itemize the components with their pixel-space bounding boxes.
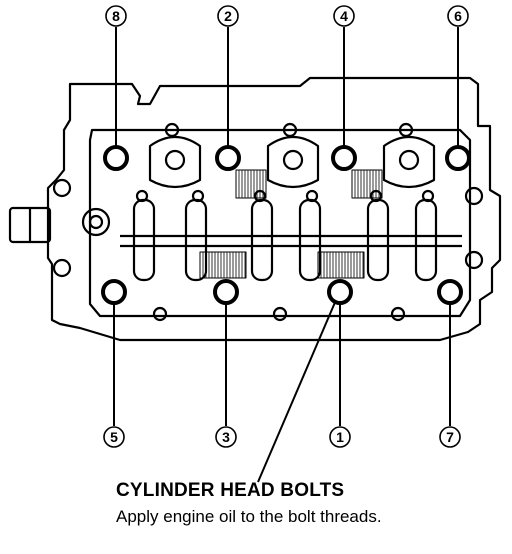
callout-note: Apply engine oil to the bolt threads. xyxy=(116,507,382,526)
bolt-4: 4 xyxy=(331,5,357,171)
end-plate-circle xyxy=(81,207,111,237)
bolt-head xyxy=(103,145,129,171)
bolt-number-circle xyxy=(439,426,461,448)
bolt-5: 5 xyxy=(101,279,127,448)
bolt-number-label: 3 xyxy=(222,429,230,445)
bolt-1: 1 xyxy=(327,279,353,448)
end-plate-hole xyxy=(464,186,484,206)
bolt-number-label: 4 xyxy=(340,8,348,24)
rocker-arms xyxy=(132,198,438,282)
oil-holes xyxy=(135,122,435,322)
bolt-number-label: 7 xyxy=(446,429,454,445)
bolt-number-label: 1 xyxy=(336,429,344,445)
bolt-number-label: 2 xyxy=(224,8,232,24)
bolt-number-circle xyxy=(217,5,239,27)
bolt-number-circle xyxy=(447,5,469,27)
bolt-number-circle xyxy=(333,5,355,27)
bolt-number-label: 6 xyxy=(454,8,462,24)
bolt-head xyxy=(327,279,353,305)
bolt-7: 7 xyxy=(437,279,463,448)
end-plate-hole xyxy=(52,178,72,198)
bolt-number-circle xyxy=(329,426,351,448)
callout-leader-line xyxy=(257,299,337,483)
bolt-8: 8 xyxy=(103,5,129,171)
bolt-head xyxy=(101,279,127,305)
bolt-head xyxy=(445,145,471,171)
bolt-number-circle xyxy=(105,5,127,27)
bolt-6: 6 xyxy=(445,5,471,171)
end-plate-hub xyxy=(88,214,104,230)
callout-title: CYLINDER HEAD BOLTS xyxy=(116,480,345,501)
head-outline xyxy=(46,76,502,342)
end-plate-hole xyxy=(52,258,72,278)
bolt-head xyxy=(331,145,357,171)
bolt-head xyxy=(437,279,463,305)
bolt-number-circle xyxy=(215,426,237,448)
camshaft-journals xyxy=(148,135,436,189)
head-inner-frame xyxy=(88,128,472,318)
bolt-head xyxy=(213,279,239,305)
bolt-number-label: 5 xyxy=(110,429,118,445)
bolt-3: 3 xyxy=(213,279,239,448)
end-plate-hole xyxy=(464,250,484,270)
bolt-number-label: 8 xyxy=(112,8,120,24)
bolt-2: 2 xyxy=(215,5,241,171)
bolt-number-circle xyxy=(103,426,125,448)
bolt-head xyxy=(215,145,241,171)
